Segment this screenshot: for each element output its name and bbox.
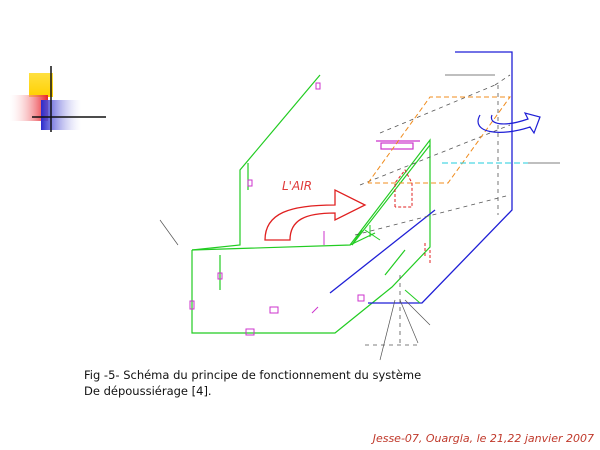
blue-frame [329, 51, 513, 304]
housing-top-right [494, 74, 511, 86]
leader-3 [399, 299, 419, 344]
orange-flow [367, 96, 511, 184]
valve-4 [189, 300, 195, 310]
pipe-main-left [191, 74, 321, 251]
valve-3 [217, 272, 223, 280]
yellow-square [29, 73, 53, 97]
leader-2 [379, 299, 396, 361]
housing-dashed-outline [354, 74, 511, 346]
pipe-bottom-loop [191, 138, 431, 334]
nozzle-plate [380, 142, 414, 150]
fitting-1 [364, 229, 381, 241]
housing-top [379, 84, 496, 134]
valve-1 [315, 82, 321, 90]
pipe-mid-riser [384, 249, 406, 276]
green-pipe-network [191, 74, 431, 334]
valve-6 [269, 306, 279, 314]
blue-square [41, 100, 81, 130]
air-flow-arrow [264, 188, 367, 241]
caption-line-2: De dépoussiérage [4]. [84, 384, 212, 398]
orange-plate [367, 96, 511, 184]
dust-removal-system-diagram: L'AIR [159, 51, 560, 361]
valve-7 [357, 294, 365, 302]
rotation-arrow [477, 112, 541, 135]
red-duct [394, 169, 431, 265]
magenta-mark-2 [311, 306, 319, 314]
frame-diagonal [329, 209, 436, 294]
red-duct-outline [394, 169, 413, 208]
housing-lower [354, 194, 511, 236]
valve-2 [247, 179, 253, 187]
fitting-3 [404, 289, 421, 304]
valves [189, 82, 420, 336]
pipe-upper-right [351, 144, 431, 246]
housing-mid [359, 124, 511, 186]
pipe-center [349, 232, 376, 246]
valve-5 [245, 328, 255, 336]
inner-fittings [364, 225, 421, 304]
caption-line-1: Fig -5- Schéma du principe de fonctionne… [84, 368, 422, 382]
frame-right-edge [368, 51, 513, 304]
corner-decoration [10, 66, 106, 132]
leader-1 [159, 219, 179, 246]
slide-footer: Jesse-07, Ouargla, le 21,22 janvier 2007 [372, 432, 594, 445]
leader-lines [159, 74, 560, 361]
air-label: L'AIR [282, 179, 312, 193]
leader-4 [404, 299, 431, 326]
pipe-connector [351, 229, 363, 246]
figure-caption: Fig -5- Schéma du principe de fonctionne… [84, 367, 421, 399]
